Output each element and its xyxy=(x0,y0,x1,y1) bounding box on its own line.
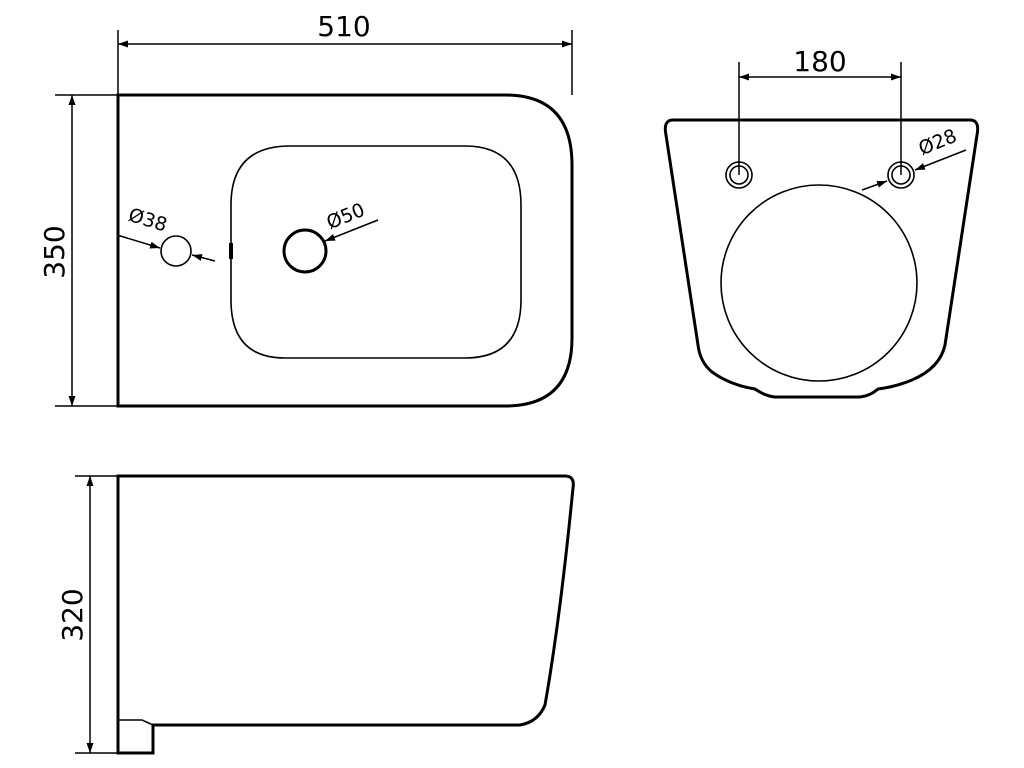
wall-bracket xyxy=(118,719,154,726)
top-view: 510 350 Ø38 Ø50 xyxy=(38,10,574,408)
side-view: 320 xyxy=(56,474,575,755)
depth-dimension: 350 xyxy=(38,94,118,407)
bowl-opening xyxy=(230,145,522,359)
waste-hole-callout: Ø50 xyxy=(323,199,379,242)
width-label: 510 xyxy=(317,10,370,43)
top-view-outline xyxy=(116,93,574,408)
height-dimension: 320 xyxy=(56,475,118,754)
fixing-hole-callout: Ø28 xyxy=(861,125,967,191)
side-view-outline xyxy=(116,474,575,755)
waste-hole-label: Ø50 xyxy=(323,199,368,234)
tap-hole-label: Ø38 xyxy=(126,204,170,236)
fixing-distance-label: 180 xyxy=(793,45,846,78)
fixing-distance-dimension: 180 xyxy=(738,45,902,175)
height-label: 320 xyxy=(56,588,89,641)
depth-label: 350 xyxy=(38,225,71,278)
waste-hole xyxy=(282,228,328,274)
rear-opening xyxy=(720,184,918,382)
tap-hole xyxy=(160,235,192,267)
tap-hole-callout: Ø38 xyxy=(116,204,216,262)
rear-view-outline xyxy=(663,118,980,399)
width-dimension: 510 xyxy=(117,10,573,95)
rear-view: 180 Ø28 xyxy=(663,45,980,399)
